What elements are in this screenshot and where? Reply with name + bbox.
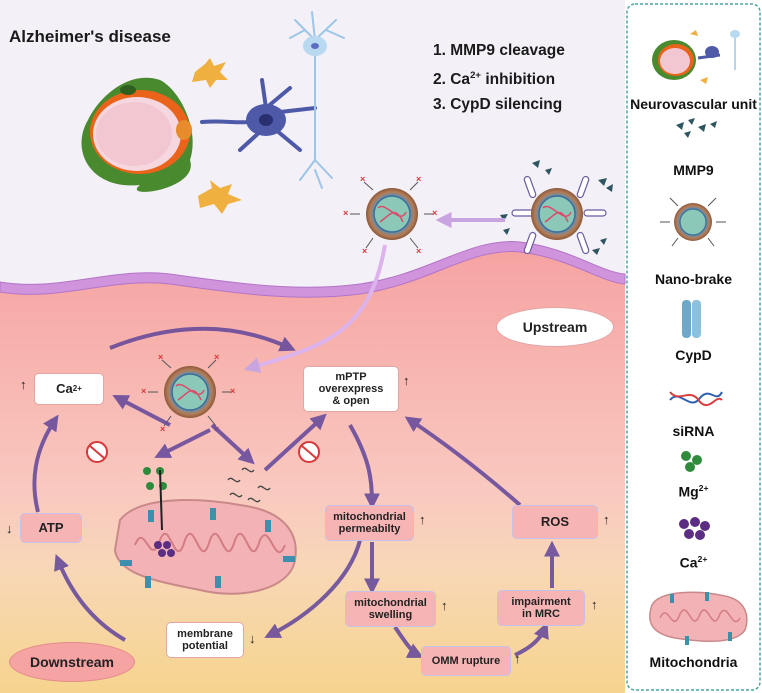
- strategy-step-2: 2. Ca2+ inhibition: [433, 70, 556, 89]
- omm-rupture-node: OMM rupture: [421, 646, 511, 676]
- legend-ca-icon: [679, 517, 710, 540]
- legend-mitochondria-icon: [649, 591, 748, 645]
- legend-label-cypd: CypD: [675, 347, 712, 363]
- strategy-list: 1. MMP9 cleavage 2. Ca2+ inhibition 3. C…: [433, 38, 565, 117]
- ca-up-arrow: ↑: [20, 377, 27, 392]
- legend-cypd-icon: [682, 300, 701, 338]
- upstream-label: Upstream: [496, 307, 614, 347]
- strategy-step-3: 3. CypD silencing: [433, 96, 563, 114]
- downstream-label: Downstream: [9, 642, 135, 682]
- mptp-up-arrow: ↑: [403, 373, 410, 388]
- inhibit-icon-left: [86, 441, 108, 463]
- astrocyte-icon: [192, 58, 242, 214]
- legend-mg-icon: [681, 451, 702, 472]
- svg-text:×: ×: [362, 246, 367, 256]
- svg-text:×: ×: [360, 174, 365, 184]
- legend-sirna-icon: [669, 391, 723, 407]
- svg-text:×: ×: [160, 424, 165, 434]
- svg-text:×: ×: [343, 208, 348, 218]
- legend-label-sirna: siRNA: [672, 423, 715, 439]
- legend-label-ca: Ca2+: [679, 554, 708, 571]
- pyramidal-neuron-icon: [289, 11, 345, 189]
- mrc-up-arrow: ↑: [591, 597, 598, 612]
- omm-up-arrow: ↑: [514, 651, 521, 666]
- ros-node: ROS: [512, 505, 598, 539]
- svg-text:×: ×: [158, 352, 163, 362]
- mitochondrion-icon: [113, 469, 297, 595]
- legend-label-mg: Mg2+: [678, 483, 709, 500]
- nano-brake-mmp9-icon: [500, 160, 613, 255]
- svg-text:×: ×: [141, 386, 146, 396]
- legend-label-mitochondria: Mitochondria: [649, 654, 738, 670]
- legend-mmp9-icon: [676, 118, 717, 138]
- sirna-fragments-icon: [227, 467, 271, 503]
- nano-brake-icon: × × × × × ×: [343, 174, 437, 256]
- svg-text:×: ×: [416, 174, 421, 184]
- membrane-down-arrow: ↓: [249, 631, 256, 646]
- svg-text:×: ×: [416, 246, 421, 256]
- legend-label-nano-brake: Nano-brake: [654, 271, 733, 287]
- ros-up-arrow: ↑: [603, 512, 610, 527]
- svg-text:×: ×: [230, 386, 235, 396]
- nano-brake-center-icon: ××× ×××: [141, 352, 235, 434]
- atp-down-arrow: ↓: [6, 521, 13, 536]
- inhibit-icon-right: [298, 441, 320, 463]
- legend-label-neurovascular-unit: Neurovascular unit: [630, 96, 757, 112]
- legend-neurovascular-unit-icon: [652, 30, 740, 84]
- legend-nano-brake-icon: [660, 197, 726, 247]
- permeability-up-arrow: ↑: [419, 512, 426, 527]
- svg-text:×: ×: [214, 352, 219, 362]
- swelling-up-arrow: ↑: [441, 598, 448, 613]
- atp-node: ATP: [20, 513, 82, 543]
- blood-vessel-icon: [81, 77, 193, 192]
- legend-label-mmp9: MMP9: [673, 162, 714, 178]
- strategy-step-1: 1. MMP9 cleavage: [433, 42, 565, 59]
- svg-text:×: ×: [432, 208, 437, 218]
- figure-title: Alzheimer's disease: [9, 27, 171, 46]
